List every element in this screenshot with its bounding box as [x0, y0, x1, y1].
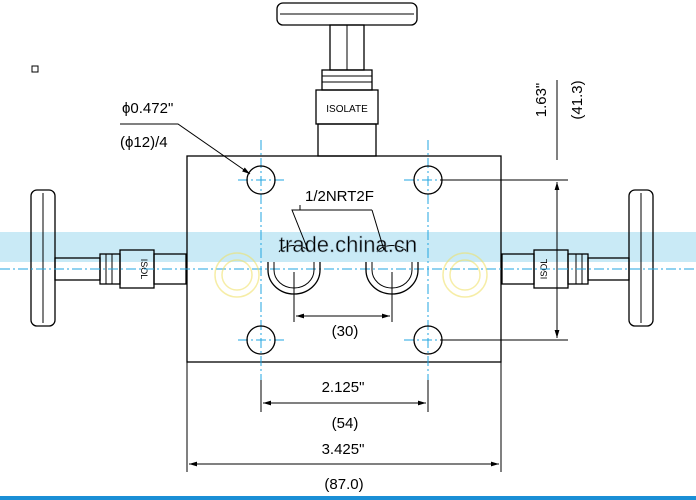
- mounting-hole-bottom-left: [246, 325, 276, 355]
- hole-callout-metric: (ϕ12)/4: [120, 134, 168, 151]
- vert-dim-inch: 1.63": [533, 83, 550, 118]
- thread-leader: [291, 205, 309, 251]
- hole-spacing-mm: (54): [332, 415, 359, 432]
- body-width-inch: 3.425": [322, 441, 365, 458]
- port-spacing-mm: (30): [332, 323, 359, 340]
- right-handle-bar: [628, 189, 654, 327]
- hole-spacing-inch: 2.125": [322, 379, 365, 396]
- top-valve-label: ISOLATE: [326, 104, 368, 115]
- corner-marker: [31, 65, 39, 73]
- top-bonnet-base: [317, 123, 377, 157]
- thread-callout: 1/2NRT2F: [305, 188, 374, 205]
- vert-dim-mm: (41.3): [569, 80, 586, 119]
- bottom-bar: [0, 496, 696, 500]
- hole-callout: ϕ0.472": [122, 100, 173, 117]
- watermark-band: [0, 232, 696, 262]
- top-isolate-valve: ISOLATE: [276, 2, 418, 157]
- hole-leader: [120, 123, 251, 175]
- watermark-text: trade.china.cn: [279, 232, 417, 257]
- manifold-body: [186, 155, 502, 363]
- body-width-mm: (87.0): [324, 476, 363, 493]
- top-packing-nut: [321, 69, 373, 91]
- watermark-emblem: [214, 252, 488, 298]
- mounting-hole-top-left: [246, 165, 276, 195]
